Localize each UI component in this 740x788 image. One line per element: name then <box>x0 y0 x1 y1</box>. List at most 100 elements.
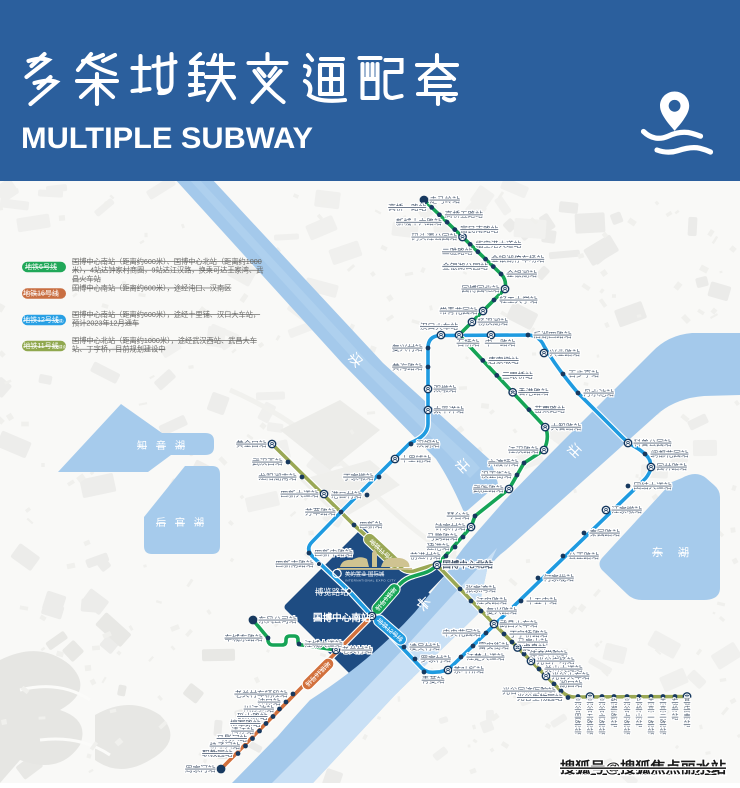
svg-text:黄海路站: 黄海路站 <box>392 361 423 371</box>
svg-text:六: 六 <box>599 712 606 721</box>
svg-text:唐家墩站: 唐家墩站 <box>488 355 519 365</box>
svg-text:站: 站 <box>611 719 618 728</box>
svg-text:前进村站: 前进村站 <box>410 550 441 560</box>
svg-text:黄金口站: 黄金口站 <box>236 438 267 448</box>
svg-text:谷: 谷 <box>599 704 606 713</box>
svg-text:国博中心南站（距离约600米）、国博中心北站（距离约1000: 国博中心南站（距离约600米）、国博中心北站（距离约1000 <box>72 257 262 266</box>
svg-text:江城大道站: 江城大道站 <box>305 638 343 648</box>
svg-text:站: 站 <box>599 727 606 736</box>
svg-text:中一路站: 中一路站 <box>485 338 516 348</box>
svg-text:预计2023年12月通车: 预计2023年12月通车 <box>72 319 139 328</box>
svg-text:香港路站: 香港路站 <box>518 387 549 397</box>
svg-text:关山大道站: 关山大道站 <box>545 663 583 673</box>
svg-text:(在建): (在建) <box>54 318 63 323</box>
svg-text:官: 官 <box>175 516 185 529</box>
svg-text:茶叶所站: 茶叶所站 <box>454 664 485 674</box>
svg-text:光: 光 <box>575 697 582 706</box>
svg-text:团结大道站: 团结大道站 <box>634 480 672 490</box>
svg-text:张家湾站: 张家湾站 <box>466 583 497 593</box>
svg-text:南: 南 <box>684 712 691 721</box>
svg-text:路: 路 <box>660 719 667 728</box>
svg-text:后: 后 <box>156 517 166 529</box>
svg-text:马影河站: 马影河站 <box>217 733 248 743</box>
svg-text:音: 音 <box>156 439 166 452</box>
svg-text:七: 七 <box>624 712 631 721</box>
svg-text:美的置业 国际城: 美的置业 国际城 <box>345 570 385 578</box>
svg-text:未: 未 <box>648 697 655 706</box>
svg-text:光谷火车站: 光谷火车站 <box>552 670 590 680</box>
svg-text:园林路站: 园林路站 <box>657 461 688 471</box>
svg-text:杨汊湖站: 杨汊湖站 <box>478 316 509 326</box>
svg-text:石桥站: 石桥站 <box>457 338 480 348</box>
svg-text:十五中站: 十五中站 <box>527 595 558 605</box>
svg-text:檀军路站: 檀军路站 <box>230 718 261 728</box>
svg-text:沌口站: 沌口站 <box>258 696 281 706</box>
svg-text:来: 来 <box>660 705 667 713</box>
svg-text:丁家墩站: 丁家墩站 <box>343 471 374 481</box>
svg-text:高桥一路站: 高桥一路站 <box>388 202 426 212</box>
svg-text:谷: 谷 <box>624 704 631 713</box>
svg-text:MULTIPLE SUBWAY: MULTIPLE SUBWAY <box>21 122 313 155</box>
svg-text:INTERNATIONAL EXPO CITY: INTERNATIONAL EXPO CITY <box>345 579 396 583</box>
svg-text:江汉路站: 江汉路站 <box>508 444 539 454</box>
svg-text:湖: 湖 <box>175 440 185 452</box>
svg-text:地铁16号线: 地铁16号线 <box>23 289 59 298</box>
svg-text:职教园站: 职教园站 <box>202 748 233 758</box>
svg-text:左: 左 <box>672 697 679 706</box>
svg-text:岭: 岭 <box>636 704 643 713</box>
svg-text:谷: 谷 <box>575 704 582 713</box>
svg-text:园博园北站: 园博园北站 <box>462 283 500 293</box>
svg-text:路: 路 <box>624 719 631 728</box>
svg-text:四新站: 四新站 <box>360 519 383 529</box>
svg-text:老关村站: 老关村站 <box>342 644 373 654</box>
svg-text:绸都花园站: 绸都花园站 <box>651 448 689 458</box>
svg-text:金银湖站: 金银湖站 <box>507 268 538 278</box>
svg-text:东: 东 <box>652 546 663 559</box>
svg-text:路: 路 <box>648 719 655 728</box>
svg-text:中央花园站: 中央花园站 <box>443 627 481 637</box>
svg-text:马鹦路站: 马鹦路站 <box>427 531 458 541</box>
svg-text:国博中心南站（距离约600米），途经十里铺、汉口大车站，: 国博中心南站（距离约600米），途经十里铺、汉口大车站， <box>72 310 260 319</box>
svg-text:岭: 岭 <box>672 704 679 713</box>
svg-text:知: 知 <box>137 439 147 452</box>
svg-text:光谷广场站: 光谷广场站 <box>537 655 575 665</box>
svg-text:站: 站 <box>648 727 655 736</box>
svg-text:站、丁字桥，目前规划建设中: 站、丁字桥，目前规划建设中 <box>72 345 165 354</box>
svg-text:六渡桥站: 六渡桥站 <box>488 457 519 467</box>
svg-text:四: 四 <box>575 713 582 721</box>
svg-text:地铁6号线: 地铁6号线 <box>25 262 57 271</box>
svg-text:湖: 湖 <box>678 546 689 559</box>
svg-text:金银湖公园站: 金银湖公园站 <box>442 261 488 271</box>
svg-text:站: 站 <box>587 727 594 736</box>
svg-text:凌吴村站: 凌吴村站 <box>410 641 441 651</box>
svg-text:路: 路 <box>587 719 594 728</box>
svg-text:科普公园站: 科普公园站 <box>634 437 672 447</box>
svg-text:港口村站: 港口村站 <box>331 489 362 499</box>
svg-text:新城十六路站: 新城十六路站 <box>396 217 442 227</box>
svg-text:丹水池站: 丹水池站 <box>584 387 615 397</box>
svg-text:四新南路站: 四新南路站 <box>276 558 314 568</box>
svg-text:长: 长 <box>636 697 643 706</box>
svg-text:山: 山 <box>636 712 643 721</box>
svg-text:老关村车辆段站: 老关村车辆段站 <box>234 688 288 698</box>
svg-text:川江池站: 川江池站 <box>244 703 275 713</box>
svg-text:四新大道站: 四新大道站 <box>281 488 319 498</box>
svg-text:武汉西站: 武汉西站 <box>252 456 283 466</box>
svg-text:东风公司站: 东风公司站 <box>259 614 297 624</box>
svg-text:码头潭公园站: 码头潭公园站 <box>411 231 457 241</box>
svg-text:轻工大学站: 轻工大学站 <box>500 294 538 304</box>
svg-text:光: 光 <box>599 697 606 706</box>
svg-text:富安街站: 富安街站 <box>479 640 510 650</box>
svg-text:兴业路站: 兴业路站 <box>550 347 581 357</box>
svg-text:地铁11号线: 地铁11号线 <box>23 341 58 350</box>
svg-text:富民南路站: 富民南路站 <box>460 224 498 234</box>
svg-text:国博中心南站（距离约600米），途经沌口、汉南区: 国博中心南站（距离约600米），途经沌口、汉南区 <box>72 283 231 292</box>
svg-text:汉口火车站: 汉口火车站 <box>420 321 458 331</box>
svg-text:砾山路站: 砾山路站 <box>237 711 268 721</box>
svg-text:秦园路站: 秦园路站 <box>590 527 621 537</box>
svg-text:路: 路 <box>611 712 618 721</box>
svg-text:武昌火车站: 武昌火车站 <box>500 618 538 628</box>
svg-text:后湖四路站: 后湖四路站 <box>534 329 572 339</box>
svg-text:丁字桥路站: 丁字桥路站 <box>510 628 548 638</box>
svg-text:国博中心北站: 国博中心北站 <box>443 559 494 569</box>
